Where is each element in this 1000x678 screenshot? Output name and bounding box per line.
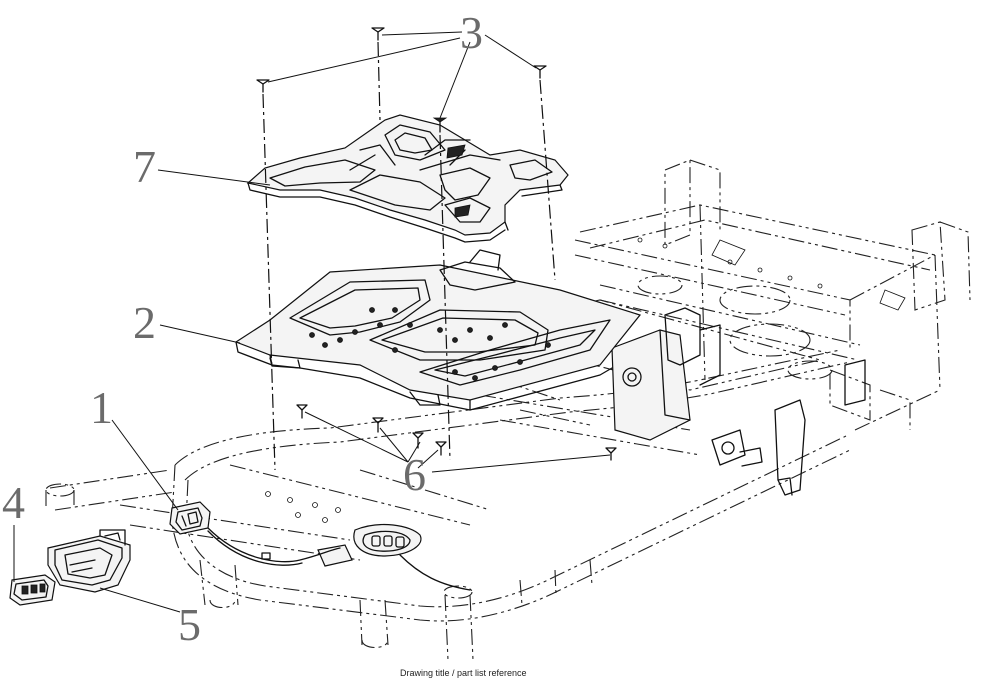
callout-5: 5 xyxy=(178,599,201,650)
leader-lines xyxy=(13,31,611,613)
light-housing-right xyxy=(207,524,471,591)
callout-1: 1 xyxy=(90,382,113,433)
seat-bracket xyxy=(611,307,866,496)
drawing-footer: Drawing title / part list reference xyxy=(400,668,527,678)
callout-labels: 3 7 2 1 6 4 5 xyxy=(2,7,483,650)
callout-4: 4 xyxy=(2,477,25,528)
part-3-screws xyxy=(256,27,556,471)
part-7-seat-cover xyxy=(246,114,569,243)
part-1-light-housing xyxy=(169,501,211,535)
callout-3: 3 xyxy=(460,7,483,58)
plate-holes xyxy=(309,307,551,381)
frame-holes xyxy=(265,237,823,523)
part-5-headlight-housing xyxy=(47,529,131,593)
part-6-bolts xyxy=(296,404,617,461)
callout-6: 6 xyxy=(403,449,426,500)
callout-2: 2 xyxy=(133,297,156,348)
chassis-frame xyxy=(45,159,971,661)
part-4-lens xyxy=(9,574,56,606)
callout-7: 7 xyxy=(133,141,156,192)
part-2-seat-pan xyxy=(234,249,642,411)
